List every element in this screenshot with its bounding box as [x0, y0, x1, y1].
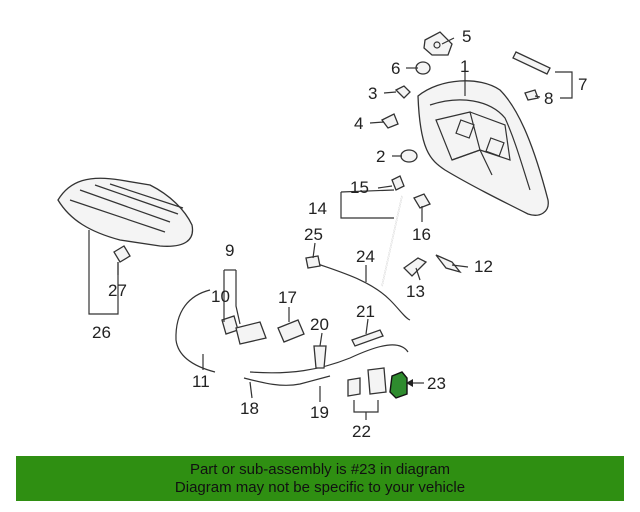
parts-diagram: 1 2 3 4 5 6 7 8 9 10 11 12 13 14 15 16 1…	[57, 27, 587, 441]
cable-lower	[243, 375, 331, 386]
callout-20: 20	[310, 315, 329, 334]
callout-18: 18	[240, 399, 259, 418]
callout-labels: 1 2 3 4 5 6 7 8 9 10 11 12 13 14 15 16 1…	[92, 27, 587, 441]
highlighted-part-23	[389, 371, 408, 399]
callout-15: 15	[350, 178, 369, 197]
callout-13: 13	[406, 282, 425, 301]
callout-16: 16	[412, 225, 431, 244]
callout-9: 9	[225, 241, 234, 260]
release-cable-upper	[305, 255, 411, 321]
callout-6: 6	[391, 59, 400, 78]
callout-27: 27	[108, 281, 127, 300]
hood-hinge	[423, 31, 453, 56]
callout-1: 1	[460, 57, 469, 76]
callout-26: 26	[92, 323, 111, 342]
callout-25: 25	[304, 225, 323, 244]
callout-17: 17	[278, 288, 297, 307]
callout-5: 5	[462, 27, 471, 46]
leader-lines	[88, 37, 573, 420]
callout-7: 7	[578, 75, 587, 94]
banner-line-2: Diagram may not be specific to your vehi…	[174, 479, 466, 496]
callout-21: 21	[356, 302, 375, 321]
release-handle	[221, 315, 305, 345]
retainer-clip	[113, 245, 131, 263]
callout-8: 8	[544, 89, 553, 108]
callout-4: 4	[354, 114, 363, 133]
callout-10: 10	[211, 287, 230, 306]
guide-bracket	[351, 329, 384, 347]
callout-14: 14	[308, 199, 327, 218]
release-cable	[175, 289, 409, 374]
hood-panel	[417, 80, 549, 216]
info-banner: Part or sub-assembly is #23 in diagram D…	[16, 456, 624, 501]
callout-19: 19	[310, 403, 329, 422]
callout-23: 23	[427, 374, 446, 393]
insulator-pad	[57, 177, 194, 247]
callout-2: 2	[376, 147, 385, 166]
callout-11: 11	[192, 372, 210, 391]
banner-line-1: Part or sub-assembly is #23 in diagram	[189, 461, 451, 478]
bumper-stop	[313, 345, 327, 369]
prop-rod	[381, 175, 431, 287]
callout-12: 12	[474, 257, 493, 276]
latch-parts	[402, 254, 462, 277]
callout-24: 24	[356, 247, 375, 266]
callout-3: 3	[368, 84, 377, 103]
latch-brackets	[347, 367, 387, 397]
callout-22: 22	[352, 422, 371, 441]
seal-strip	[512, 51, 551, 101]
